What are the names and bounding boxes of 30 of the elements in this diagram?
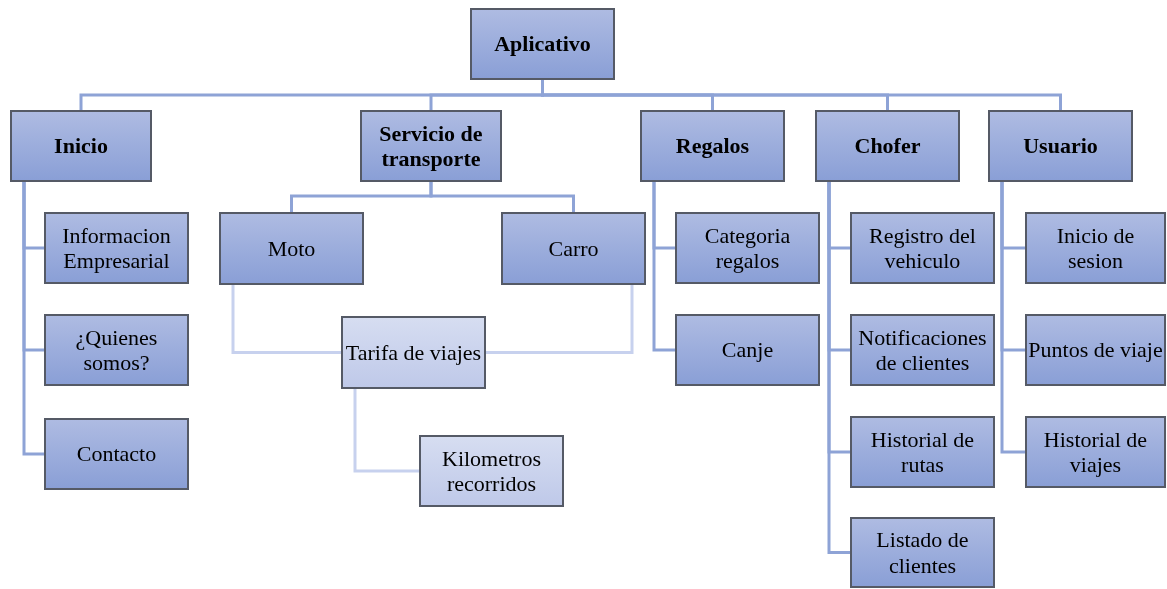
connector-line xyxy=(429,182,575,212)
menu-box: Carro xyxy=(501,212,646,285)
menu-box: Inicio xyxy=(10,110,152,182)
connector-line xyxy=(231,285,341,354)
connector-line xyxy=(486,285,634,354)
menu-box: Servicio de transporte xyxy=(360,110,502,182)
menu-box: Puntos de viaje xyxy=(1025,314,1166,386)
menu-box: Moto xyxy=(219,212,364,285)
menu-box: Aplicativo xyxy=(470,8,615,80)
connector-line xyxy=(1000,182,1025,454)
connector-line xyxy=(22,182,44,456)
menu-box: Notificaciones de clientes xyxy=(850,314,995,386)
menu-box: Categoria regalos xyxy=(675,212,820,284)
connector-line xyxy=(353,389,419,473)
connector-line xyxy=(652,182,675,352)
menu-box: Chofer xyxy=(815,110,960,182)
menu-box: Contacto xyxy=(44,418,189,490)
menu-box: Registro del vehiculo xyxy=(850,212,995,284)
connector-line xyxy=(827,182,850,554)
menu-box: Tarifa de viajes xyxy=(341,316,486,389)
menu-box: Kilometros recorridos xyxy=(419,435,564,507)
menu-box: Historial de rutas xyxy=(850,416,995,488)
menu-box: ¿Quienes somos? xyxy=(44,314,189,386)
menu-box: Regalos xyxy=(640,110,785,182)
menu-box: Informacion Empresarial xyxy=(44,212,189,284)
menu-box: Historial de viajes xyxy=(1025,416,1166,488)
menu-box: Canje xyxy=(675,314,820,386)
menu-box: Listado de clientes xyxy=(850,517,995,588)
menu-box: Inicio de sesion xyxy=(1025,212,1166,284)
menu-box: Usuario xyxy=(988,110,1133,182)
